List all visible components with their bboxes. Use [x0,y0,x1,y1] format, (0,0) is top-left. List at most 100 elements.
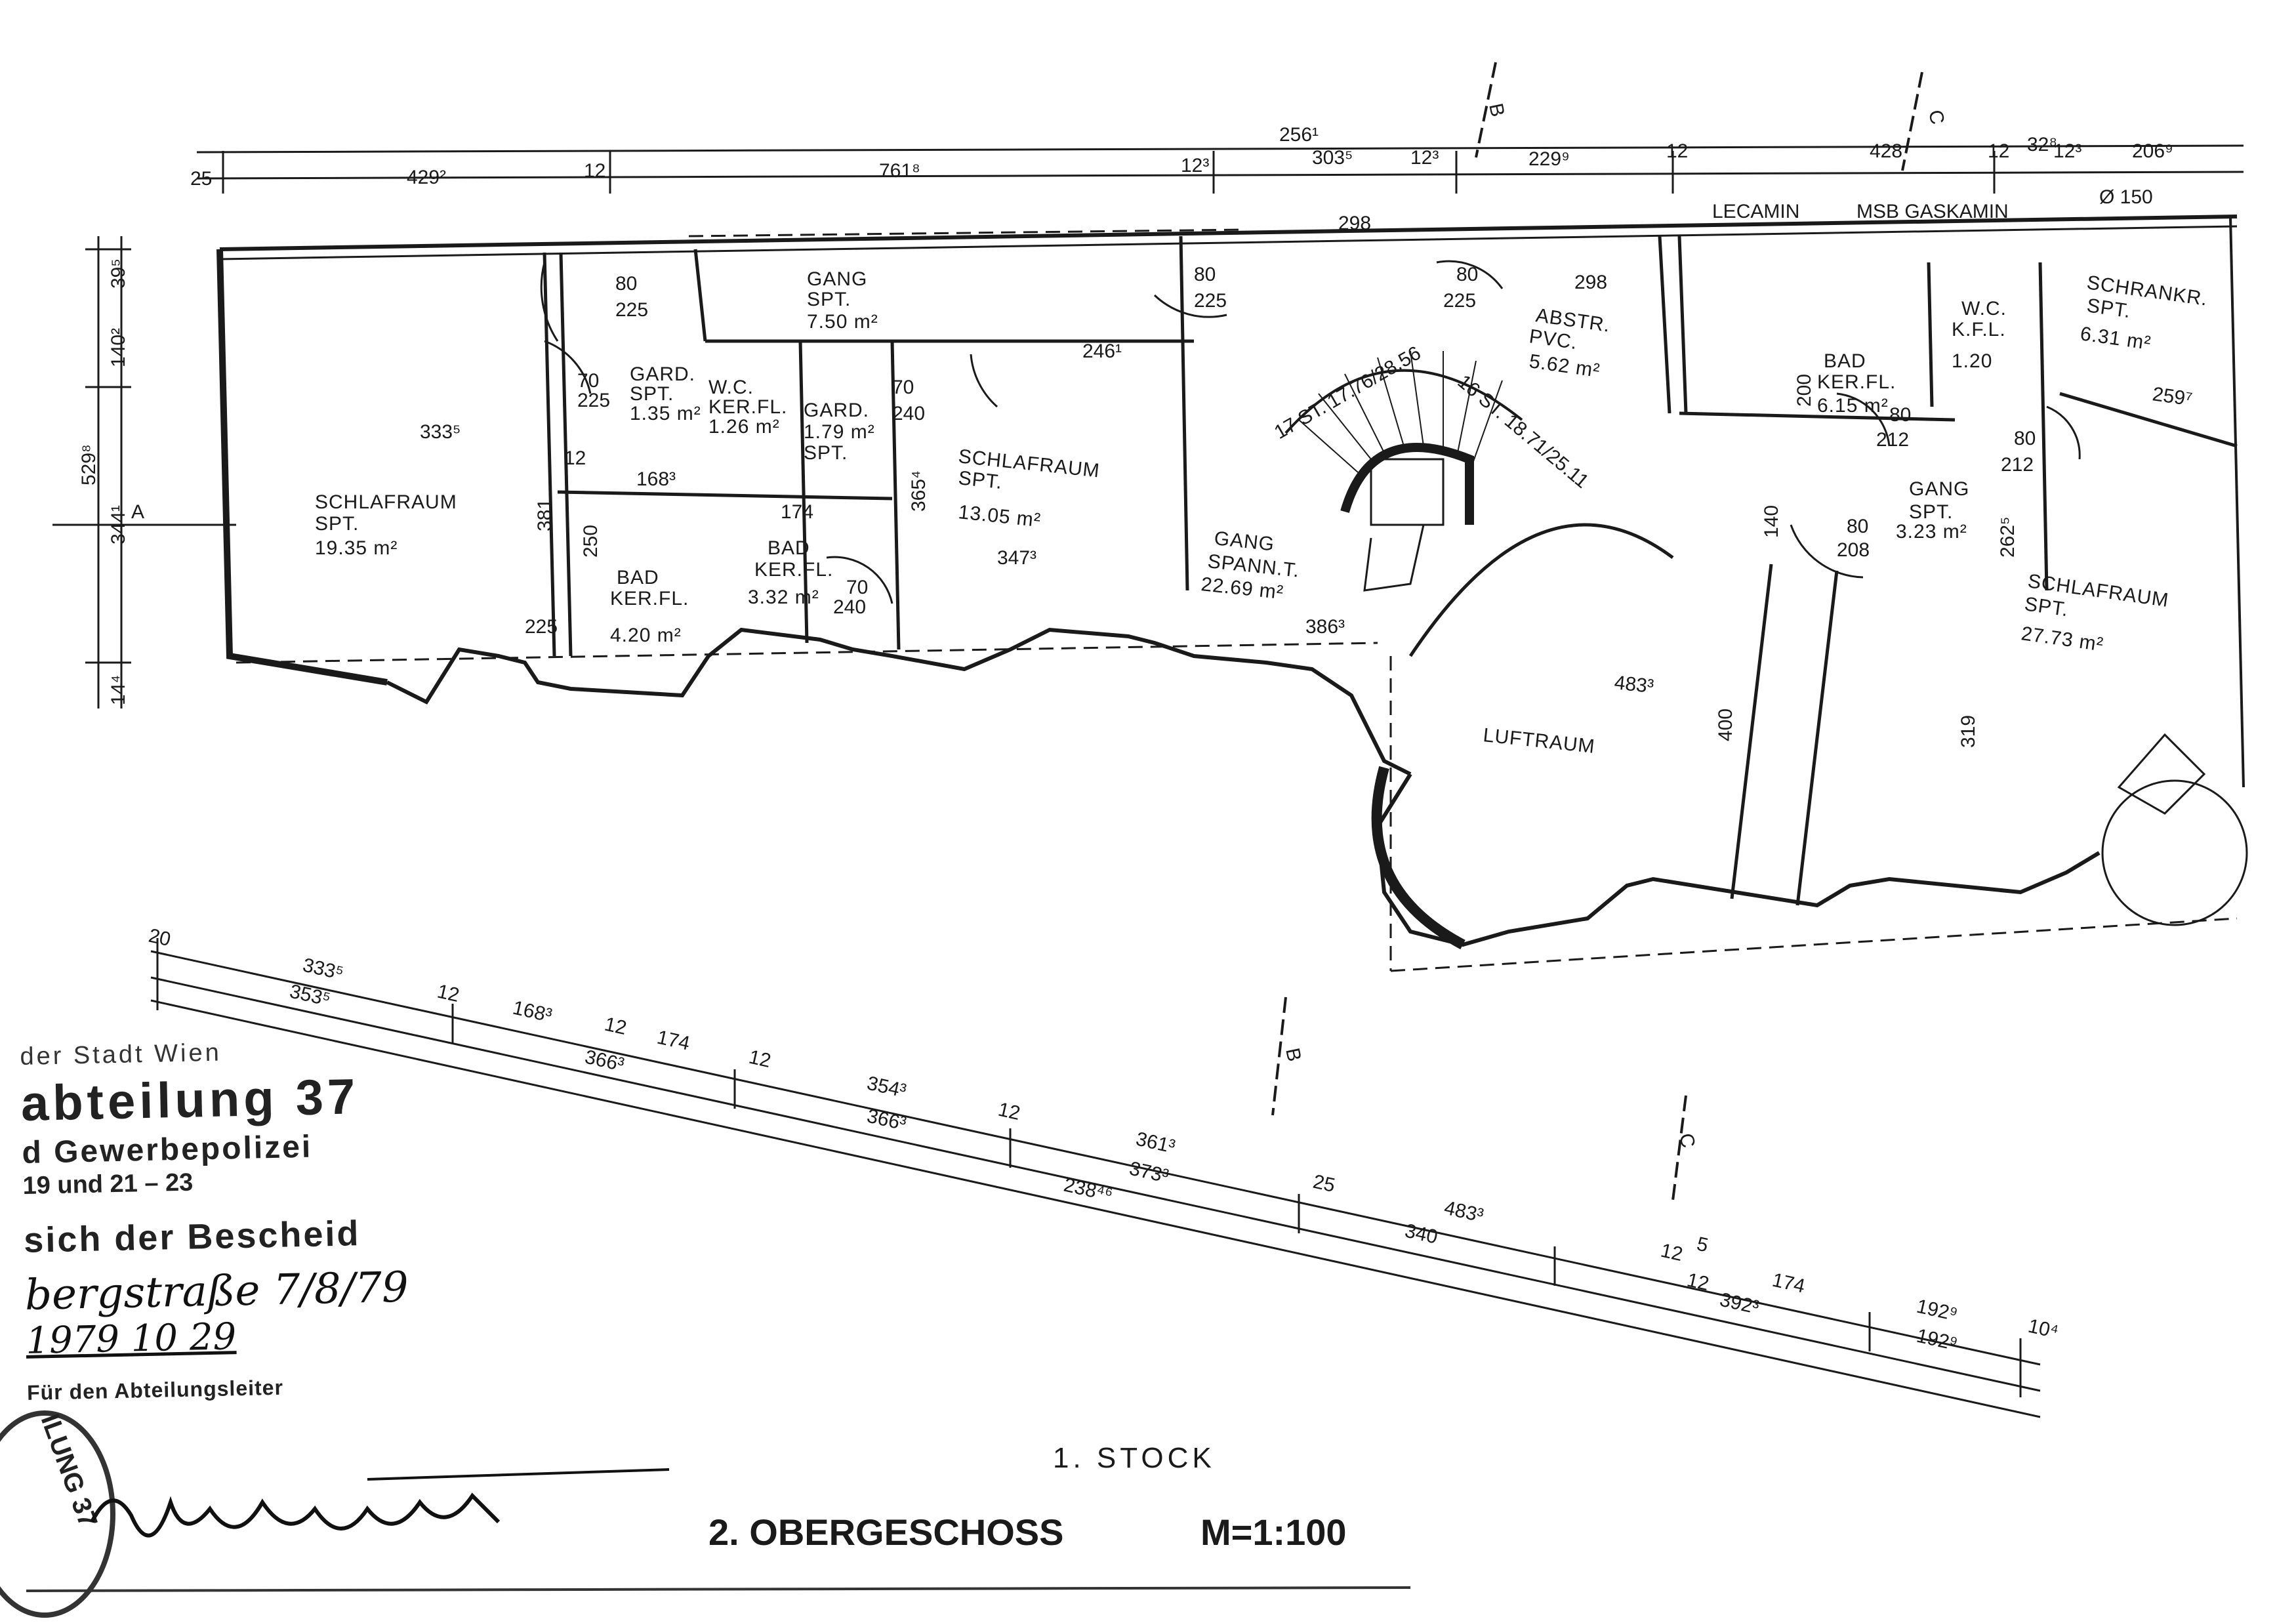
dim-left: 529⁸ [78,444,100,485]
dim-bottom: 354³ [865,1073,908,1102]
svg-text:246¹: 246¹ [1082,340,1122,362]
room-label: GANG SPANN.T. 22.69 m² [1200,527,1300,604]
round-planter [2101,733,2248,926]
dim-top: 32⁸ [2027,134,2057,155]
dim-bottom: 12 [996,1099,1022,1124]
dim-top: 303⁵ [1312,147,1353,169]
room-label: W.C. KER.FL. 1.26 m² [708,377,787,438]
svg-text:140: 140 [1761,505,1782,538]
svg-text:333⁵: 333⁵ [420,421,461,443]
room-label: SCHLAFRAUM SPT. 13.05 m² [957,445,1101,531]
svg-text:BAD: BAD [768,537,810,559]
svg-text:70: 70 [577,370,599,392]
svg-text:259⁷: 259⁷ [2151,383,2194,410]
lecamin-label: LECAMIN [1712,201,1799,222]
svg-text:5.62 m²: 5.62 m² [1528,350,1601,382]
svg-text:GANG: GANG [1213,527,1275,555]
svg-text:225: 225 [615,299,648,321]
svg-text:347³: 347³ [997,547,1036,569]
dim-top: 12³ [2053,140,2081,162]
dim-top: 229⁹ [1528,148,1570,170]
dim-top: 25 [190,168,212,190]
svg-text:GANG: GANG [1909,478,1969,500]
svg-text:K.F.L.: K.F.L. [1952,319,2006,340]
svg-text:BAD: BAD [617,567,659,588]
svg-text:1.20: 1.20 [1952,350,1992,372]
svg-text:GARD.: GARD. [804,400,869,421]
svg-text:B: B [1485,102,1509,119]
svg-text:BAD: BAD [1824,350,1866,372]
svg-text:KER.FL.: KER.FL. [708,396,787,418]
dim-top: 761⁸ [879,160,920,182]
dim-bottom: 373³ [1127,1158,1170,1187]
svg-text:6.15 m²: 6.15 m² [1817,395,1889,417]
svg-text:240: 240 [892,403,925,424]
svg-text:70: 70 [892,377,914,398]
svg-text:212: 212 [2001,454,2034,476]
svg-text:80: 80 [615,273,637,295]
room-labels: SCHLAFRAUM SPT. 19.35 m² GANG SPT. 7.50 … [315,268,2209,758]
svg-text:SPT.: SPT. [807,289,851,310]
stair-label: 16 ST. 18.71/25.11 [1454,371,1593,493]
svg-text:225: 225 [525,616,558,638]
room-label: LUFTRAUM [1482,724,1596,758]
dim-bottom: 238⁴⁶ [1061,1174,1115,1206]
svg-text:SPT.: SPT. [804,442,848,464]
dim-bottom: 333⁵ [300,955,345,985]
svg-text:225: 225 [1194,290,1227,312]
dim-bottom: 5 [1694,1233,1710,1257]
svg-text:200: 200 [1794,374,1815,407]
svg-text:B: B [1281,1046,1305,1064]
stamp-bescheid: sich der Bescheid [23,1214,361,1260]
svg-text:SPT.: SPT. [2085,295,2132,322]
svg-text:KER.FL.: KER.FL. [754,559,833,581]
svg-text:1.26 m²: 1.26 m² [708,416,780,438]
top-dimension-chain [196,144,2244,194]
room-label: GANG SPT. 3.23 m² [1896,478,1969,543]
top-dimension-labels: 25 429² 12 761⁸ 12³ 303⁵ 12³ 229⁹ 12 428… [190,124,2173,190]
svg-text:262⁵: 262⁵ [1997,517,2019,558]
svg-text:386³: 386³ [1305,616,1345,638]
dim-bottom: 12 [435,981,461,1006]
svg-text:C: C [1924,108,1948,127]
dim-bottom: 25 [1311,1171,1337,1197]
svg-text:SPT.: SPT. [1909,501,1953,523]
svg-text:SPT.: SPT. [957,467,1003,493]
room-label: SCHLAFRAUM SPT. 27.73 m² [2020,570,2170,655]
scale-label: M=1:100 [1200,1511,1347,1553]
svg-text:80: 80 [1194,264,1216,285]
dim-top: 428 [1870,140,1902,162]
svg-text:SPT.: SPT. [2023,593,2070,621]
svg-text:240: 240 [833,596,866,618]
svg-text:W.C.: W.C. [708,377,754,398]
dim-bottom: 168³ [510,997,554,1027]
svg-text:A: A [131,501,145,523]
dim-bottom: 366³ [583,1046,626,1076]
dim-top: 12 [584,160,605,182]
authority-stamp: der Stadt Wien abteilung 37 d Gewerbepol… [20,1033,486,1405]
left-dimension-labels: 39⁵ 140² 529⁸ 344¹ 14⁴ [78,258,129,705]
svg-text:C: C [1675,1132,1699,1151]
svg-text:GARD.: GARD. [630,363,695,385]
spiral-staircase [1284,350,1523,592]
dim-top: 429² [407,167,446,188]
svg-text:381: 381 [534,499,556,531]
svg-text:400: 400 [1715,709,1736,741]
dashed-outline [236,228,2238,972]
dim-top: 12 [1988,140,2009,162]
section-marker-c-top: C [1901,72,1948,171]
dim-bottom: 12 [1685,1269,1711,1295]
dim-bottom: 20 [146,925,173,951]
stamp-abteilung: abteilung 37 [20,1069,360,1132]
svg-text:80: 80 [1847,516,1868,537]
dim-left: 39⁵ [108,258,129,289]
svg-text:80: 80 [1456,264,1478,285]
dim-top: 12 [1666,140,1688,162]
room-label: SCHRANKR. SPT. 6.31 m² [2079,272,2209,354]
dim-bottom: 483³ [1442,1197,1485,1227]
stamp-date: 1979 10 29 [25,1315,237,1363]
dim-top-total: 256¹ [1279,124,1319,146]
bottom-dimension-chain [150,938,2041,1418]
section-marker-b-bottom: B [1271,996,1305,1116]
